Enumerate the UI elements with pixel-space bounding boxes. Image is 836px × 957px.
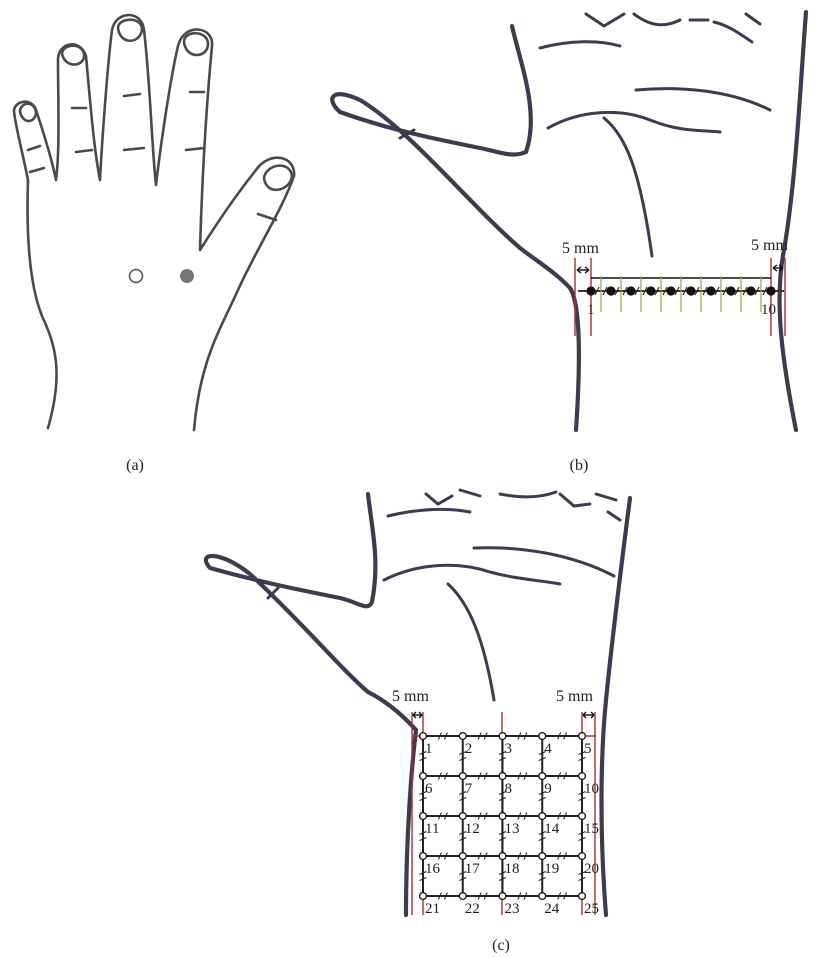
grid-point-label: 19: [544, 861, 559, 877]
grid-point-label: 21: [425, 901, 440, 917]
point-marker: [726, 286, 735, 295]
grid-point-label: 24: [544, 901, 560, 917]
green-ticks: [601, 276, 761, 312]
grid-point: [539, 733, 546, 740]
point-marker: [646, 286, 655, 295]
palm-line-thenar: [448, 584, 494, 700]
thumb-outline: [206, 494, 416, 730]
grid-point-label: 15: [584, 821, 599, 837]
grid-point-label: 13: [505, 821, 520, 837]
grid-point-label: 5: [584, 741, 592, 757]
palm-line-middle: [636, 89, 770, 110]
grid-point-label: 25: [584, 901, 599, 917]
grid-point-label: 1: [425, 741, 433, 757]
grid-point-label: 2: [465, 741, 473, 757]
grid-point: [420, 773, 427, 780]
point-marker: [746, 286, 755, 295]
palm-line-thenar: [604, 118, 652, 256]
palm-line-lower: [548, 112, 720, 132]
fingernail-ring: [62, 46, 84, 65]
dim-label-right: 5 mm: [751, 237, 788, 254]
grid-point: [420, 813, 427, 820]
point-marker: [706, 286, 715, 295]
point-marker: [686, 286, 695, 295]
point-label-last: 10: [761, 302, 776, 318]
grid-point-label: 10: [584, 781, 599, 797]
caption-c: (c): [492, 937, 510, 954]
point-open-marker: [130, 270, 143, 283]
grid-point-label: 22: [465, 901, 480, 917]
grid-point: [499, 813, 506, 820]
grid-point: [499, 733, 506, 740]
point-marker: [606, 286, 615, 295]
fingernail-little: [20, 104, 36, 121]
grid-point-labels: 1234567891011121314151617181920212223242…: [425, 741, 599, 917]
grid-point: [499, 853, 506, 860]
grid-point-label: 11: [425, 821, 439, 837]
grid-point: [420, 733, 427, 740]
dim-label-left: 5 mm: [562, 240, 599, 257]
grid-point: [459, 853, 466, 860]
point-marker: [766, 286, 775, 295]
grid-point: [539, 893, 546, 900]
grid-point-label: 16: [425, 861, 441, 877]
panel-a: (a): [14, 15, 294, 474]
fingernail-index: [184, 33, 208, 55]
fingernail-thumb: [264, 166, 292, 190]
dim-arrow-right: [583, 712, 594, 718]
thumb-outline: [332, 26, 570, 288]
hand-outline: [14, 15, 294, 430]
arm-right-edge: [780, 12, 806, 430]
caption-a: (a): [126, 457, 144, 474]
grid-point-label: 7: [465, 781, 473, 797]
grid-point-label: 9: [544, 781, 552, 797]
grid-point-label: 14: [544, 821, 560, 837]
point-filled-marker: [180, 269, 194, 283]
palm-line-upper: [540, 14, 760, 48]
grid-point: [539, 853, 546, 860]
arm-left-edge: [406, 730, 416, 915]
point-marker: [666, 286, 675, 295]
grid-point: [539, 773, 546, 780]
grid-point: [579, 853, 586, 860]
grid-point: [579, 813, 586, 820]
grid-point-label: 17: [465, 861, 481, 877]
point-marker: [586, 286, 595, 295]
arm-right-edge: [602, 498, 631, 915]
grid-point-label: 4: [544, 741, 552, 757]
dim-arrow-left: [413, 712, 422, 718]
point-marker: [626, 286, 635, 295]
point-label-first: 1: [587, 302, 595, 318]
grid-point: [499, 773, 506, 780]
grid-point: [499, 893, 506, 900]
grid-point: [459, 773, 466, 780]
grid-point: [420, 893, 427, 900]
grid-point-label: 8: [505, 781, 513, 797]
dim-arrow-left: [577, 267, 589, 273]
caption-b: (b): [570, 457, 589, 474]
grid-point: [539, 813, 546, 820]
grid-point: [579, 893, 586, 900]
grid-point: [459, 813, 466, 820]
panel-b: 5 mm 5 mm 1 10 (b): [332, 12, 806, 474]
grid-point-label: 6: [425, 781, 433, 797]
dim-label-right: 5 mm: [556, 688, 593, 705]
knuckle-crease: [28, 92, 276, 220]
grid-point-label: 12: [465, 821, 480, 837]
fingernail-middle: [118, 20, 142, 41]
grid-point: [579, 733, 586, 740]
palm-line-upper: [388, 490, 620, 520]
grid-point: [459, 893, 466, 900]
grid-point-label: 23: [505, 901, 520, 917]
dim-label-left: 5 mm: [392, 688, 429, 705]
palm-line-lower: [384, 565, 560, 584]
grid-point-label: 18: [505, 861, 520, 877]
grid-point: [420, 853, 427, 860]
grid-point-label: 3: [505, 741, 513, 757]
grid-point: [459, 733, 466, 740]
grid-point-label: 20: [584, 861, 599, 877]
grid-point: [579, 773, 586, 780]
